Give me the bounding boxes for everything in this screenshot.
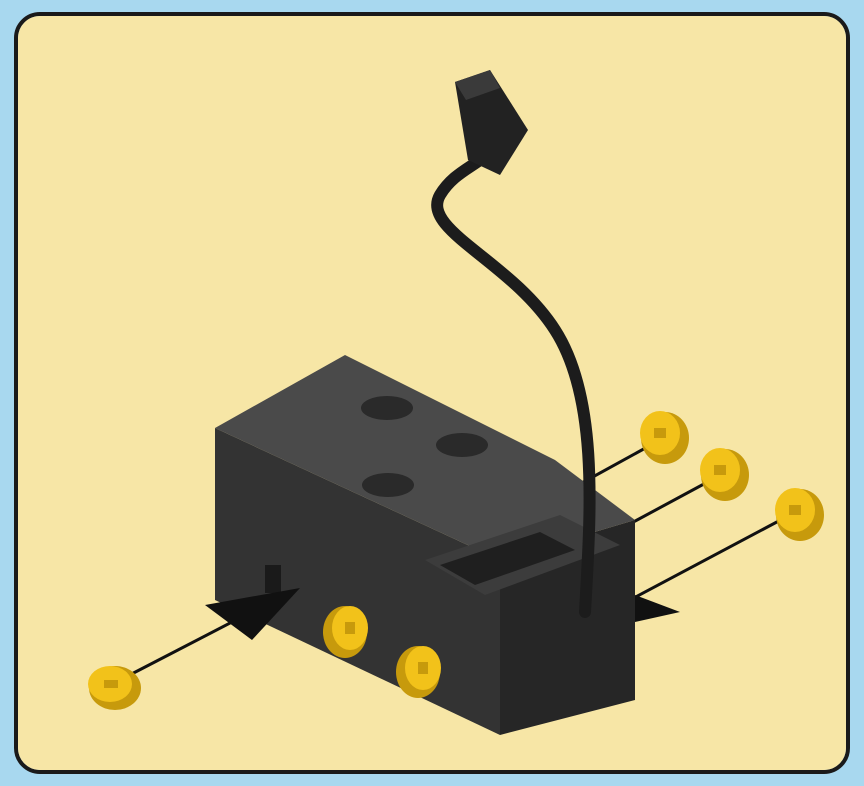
top-hole-2 [436, 433, 488, 457]
top-hole-3 [362, 473, 414, 497]
front-hole [265, 565, 281, 593]
top-hole-1 [361, 396, 413, 420]
